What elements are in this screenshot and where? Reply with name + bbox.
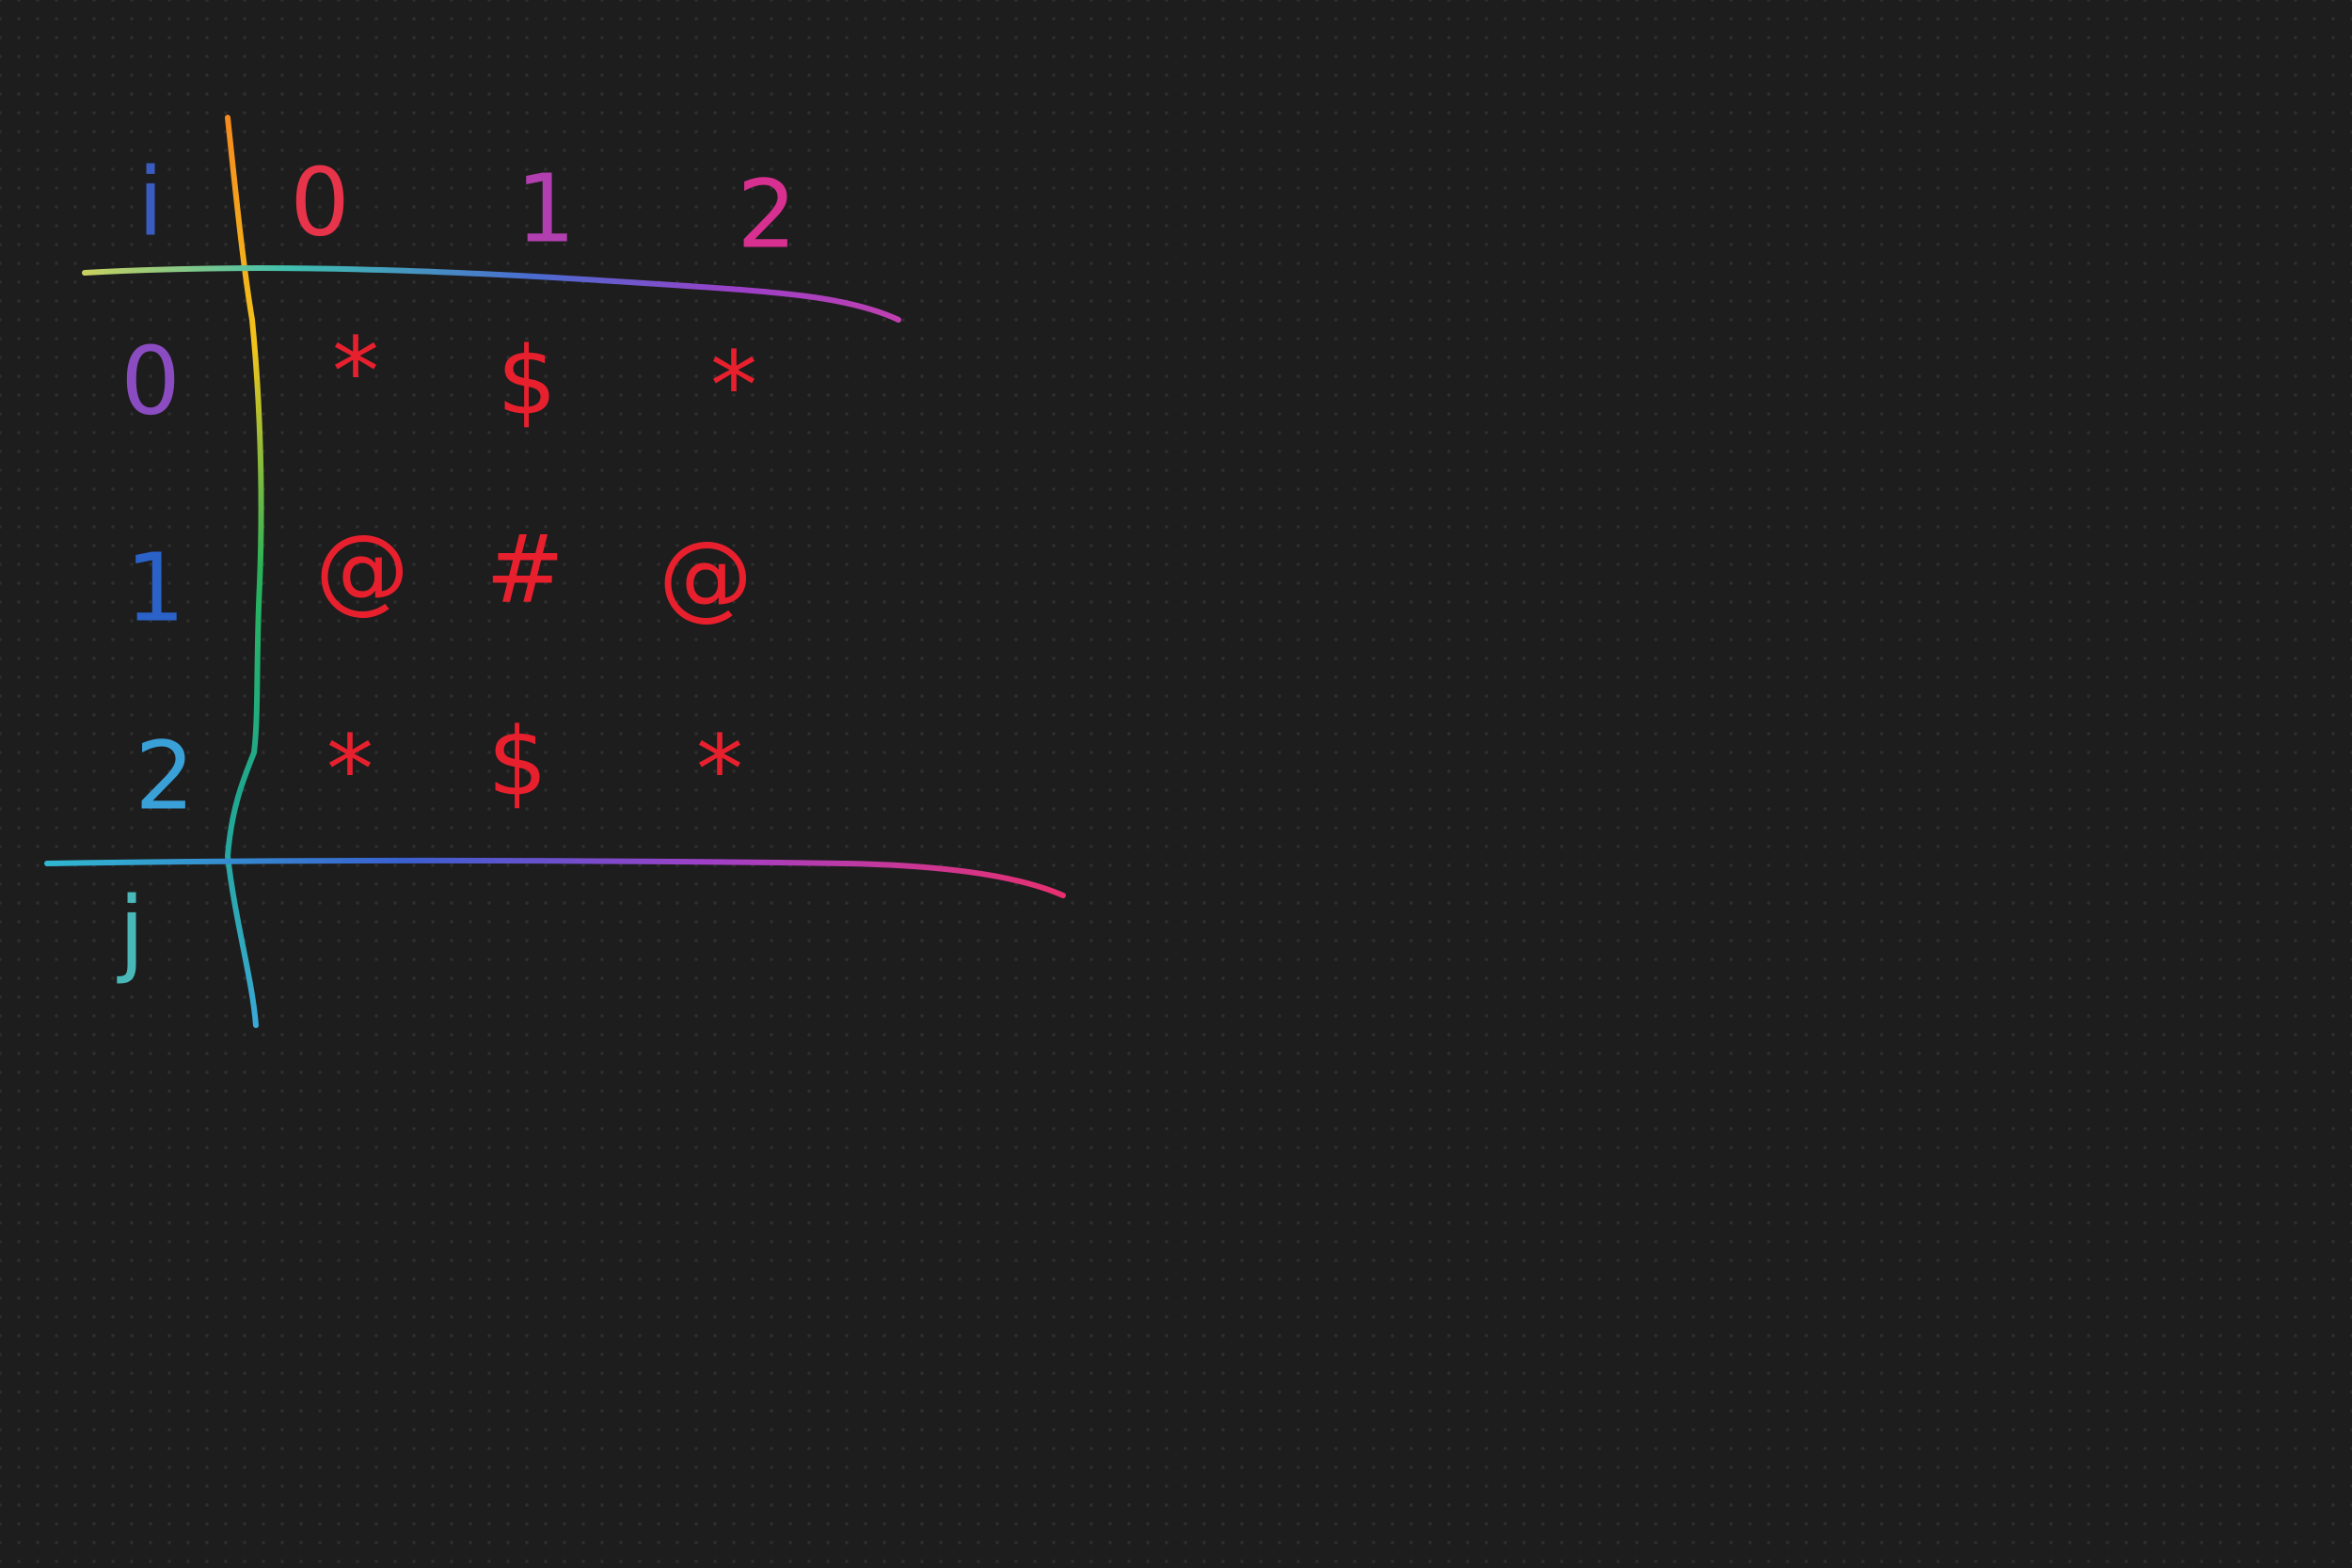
row-header-0: 0 bbox=[120, 326, 181, 436]
column-header-0: 0 bbox=[290, 148, 350, 258]
vertical-divider-line bbox=[225, 115, 264, 1028]
cell-2-2: * bbox=[696, 715, 743, 825]
corner-label-i: i bbox=[137, 148, 164, 258]
cell-2-1: $ bbox=[487, 707, 548, 817]
column-header-2: 2 bbox=[737, 160, 797, 270]
bottom-label-j: j bbox=[117, 877, 145, 987]
cell-1-0: @ bbox=[315, 515, 409, 625]
row-header-1: 1 bbox=[125, 533, 185, 643]
cell-0-1: $ bbox=[497, 326, 557, 436]
cell-0-2: * bbox=[710, 331, 757, 441]
cell-2-0: * bbox=[326, 715, 373, 825]
cell-0-0: * bbox=[332, 317, 379, 427]
bottom-horizontal-line bbox=[44, 858, 1066, 898]
row-header-2: 2 bbox=[135, 721, 195, 832]
cell-1-2: @ bbox=[659, 521, 753, 631]
column-header-1: 1 bbox=[516, 154, 576, 264]
top-horizontal-line bbox=[82, 265, 901, 323]
cell-1-1: # bbox=[485, 515, 564, 625]
